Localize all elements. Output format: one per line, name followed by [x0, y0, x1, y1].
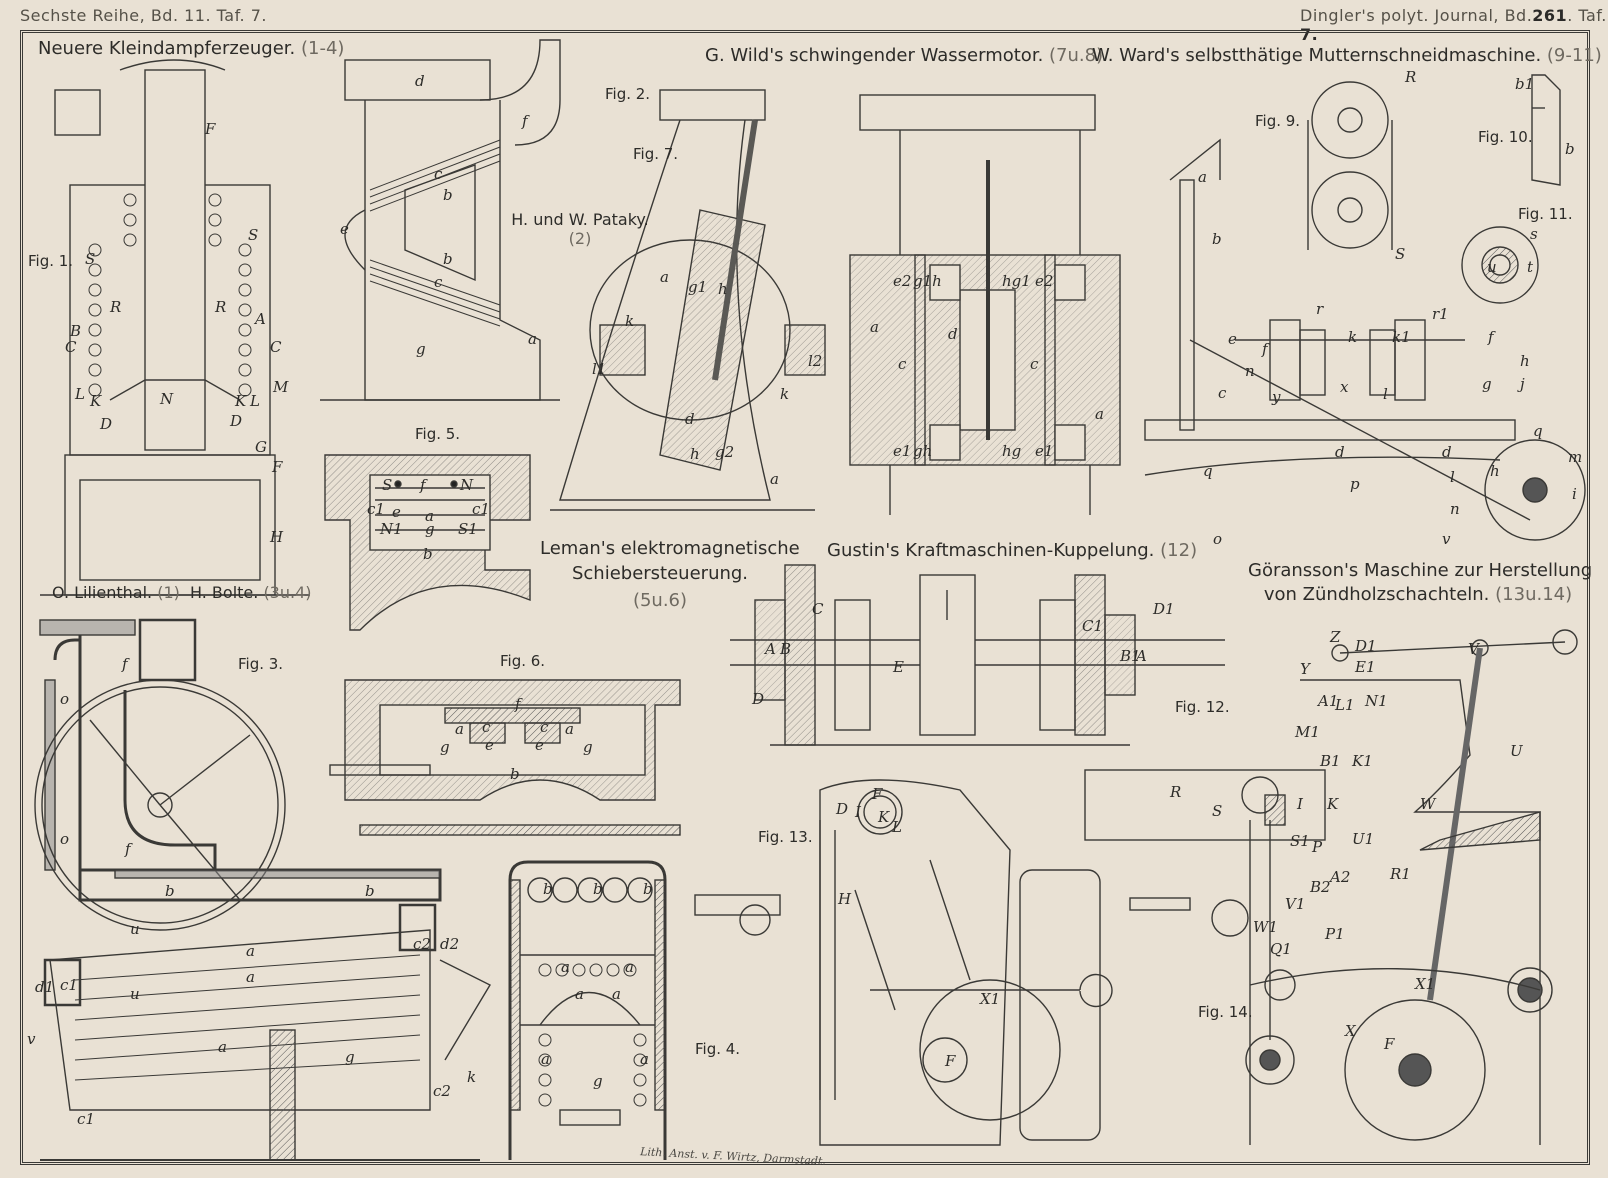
fig1-drawing [40, 59, 310, 596]
journal-taf: . Taf. [1567, 6, 1607, 25]
fig7-drawing [550, 89, 826, 511]
fig11-drawing [1461, 226, 1539, 304]
fig-label-14: Fig. 14. [1198, 1003, 1253, 1021]
fig6-drawing [329, 679, 681, 836]
section-title-mutternschneidmaschine: W. Ward's selbstthätige Mutternschneidma… [1092, 45, 1602, 66]
fig-label-7: Fig. 7. [633, 145, 679, 163]
fig-label-1: Fig. 1. [28, 252, 74, 270]
fig-label-11: Fig. 11. [1518, 205, 1573, 223]
credit-lilienthal: O. Lilienthal. (1) [52, 583, 180, 602]
credit-pataky: H. und W. Pataky. (2) [511, 210, 649, 248]
fig-label-2: Fig. 2. [605, 85, 651, 103]
fig-label-13: Fig. 13. [758, 828, 813, 846]
journal-volume: 261 [1532, 6, 1568, 25]
fig-label-10: Fig. 10. [1478, 128, 1533, 146]
fig12-drawing [730, 564, 1225, 746]
journal-header: Dingler's polyt. Journal, Bd.261. Taf. 7… [1300, 6, 1608, 44]
fig-label-12: Fig. 12. [1175, 698, 1230, 716]
fig5-drawing [324, 454, 531, 631]
fig13-drawing [694, 779, 1113, 1146]
fig4-drawing [508, 860, 667, 1160]
plate-border [20, 30, 1590, 1165]
fig14-drawing [1084, 629, 1578, 1145]
fig-label-3: Fig. 3. [238, 655, 284, 673]
section-title-kleindampferzeuger: Neuere Kleindampferzeuger. (1-4) [38, 38, 345, 59]
fig9-drawing [1144, 81, 1586, 541]
fig10-drawing [1531, 74, 1561, 186]
fig-label-9: Fig. 9. [1255, 112, 1301, 130]
fig-label-6: Fig. 6. [500, 652, 546, 670]
section-title-schiebersteuerung: Leman's elektromagnetische Schiebersteue… [540, 538, 800, 611]
section-title-wassermotor: G. Wild's schwingender Wassermotor. (7u.… [705, 45, 1104, 66]
credit-bolte: H. Bolte. (3u.4) [190, 583, 312, 602]
fig2-drawing [320, 39, 561, 401]
fig-label-5: Fig. 5. [415, 425, 461, 443]
plate-series-header: Sechste Reihe, Bd. 11. Taf. 7. [20, 6, 267, 25]
fig-label-4: Fig. 4. [695, 1040, 741, 1058]
journal-plate: 7. [1300, 25, 1319, 44]
section-title-kuppelung: Gustin's Kraftmaschinen-Kuppelung. (12) [827, 540, 1198, 561]
fig8-drawing [849, 94, 1121, 515]
fig3-drawing [34, 618, 491, 1161]
journal-name: Dingler's polyt. Journal, Bd. [1300, 6, 1533, 25]
section-title-zuendholzschachteln: Göransson's Maschine zur Herstellung von… [1248, 560, 1593, 605]
